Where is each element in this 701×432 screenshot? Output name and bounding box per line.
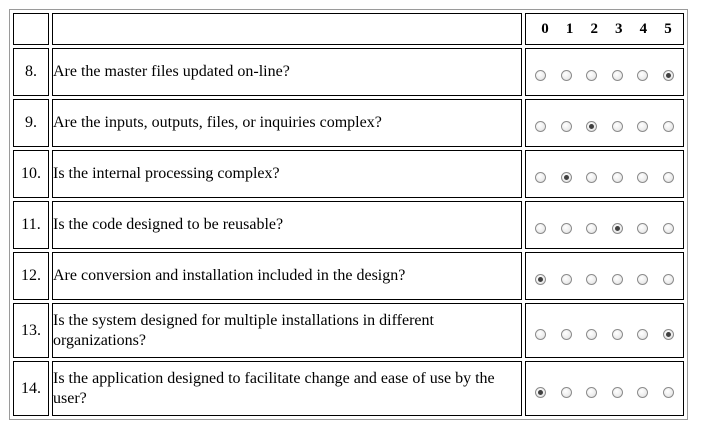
rating-radio-2[interactable] (586, 328, 598, 340)
rating-radio-2[interactable] (586, 70, 598, 81)
question-text: Are the inputs, outputs, files, or inqui… (52, 99, 522, 147)
rating-radio-2[interactable] (586, 223, 598, 234)
question-rows: 8.Are the master files updated on-line?9… (13, 48, 684, 416)
question-number: 13. (13, 303, 49, 358)
question-number: 14. (13, 361, 49, 416)
header-row: 0 1 2 3 4 5 (13, 13, 684, 45)
rating-radio-3[interactable] (611, 121, 623, 132)
question-text: Is the application designed to facilitat… (52, 361, 522, 416)
question-row: 11.Is the code designed to be reusable? (13, 201, 684, 249)
rating-radio-group (526, 114, 683, 132)
rating-radio-0[interactable] (535, 223, 546, 234)
rating-radio-5[interactable] (662, 223, 674, 234)
rating-radio-1[interactable] (560, 172, 572, 183)
rating-radio-2[interactable] (586, 274, 598, 285)
rating-radio-4[interactable] (637, 274, 649, 285)
header-question-cell (52, 13, 522, 45)
scale-labels: 0 1 2 3 4 5 (526, 21, 683, 38)
scale-label-5: 5 (664, 20, 672, 37)
rating-radio-0[interactable] (535, 386, 546, 398)
question-text: Is the code designed to be reusable? (52, 201, 522, 249)
rating-radio-1[interactable] (560, 223, 572, 234)
rating-radio-0[interactable] (535, 274, 546, 285)
question-text: Is the system designed for multiple inst… (52, 303, 522, 358)
question-row: 8.Are the master files updated on-line? (13, 48, 684, 96)
rating-radio-1[interactable] (560, 274, 572, 285)
rating-options (525, 252, 684, 300)
rating-radio-4[interactable] (637, 328, 649, 340)
rating-radio-1[interactable] (560, 386, 572, 398)
rating-options (525, 303, 684, 358)
question-row: 9.Are the inputs, outputs, files, or inq… (13, 99, 684, 147)
rating-radio-3[interactable] (611, 274, 623, 285)
rating-radio-5[interactable] (662, 172, 674, 183)
question-row: 13.Is the system designed for multiple i… (13, 303, 684, 358)
header-scale-cell: 0 1 2 3 4 5 (525, 13, 684, 45)
rating-radio-group (526, 216, 683, 234)
rating-radio-1[interactable] (560, 328, 572, 340)
rating-radio-0[interactable] (535, 121, 546, 132)
rating-radio-2[interactable] (586, 172, 598, 183)
question-number: 10. (13, 150, 49, 198)
scale-label-0: 0 (541, 20, 549, 37)
rating-radio-2[interactable] (586, 386, 598, 398)
rating-radio-4[interactable] (637, 172, 649, 183)
question-number: 8. (13, 48, 49, 96)
rating-radio-3[interactable] (611, 172, 623, 183)
rating-radio-0[interactable] (535, 70, 546, 81)
rating-radio-0[interactable] (535, 172, 546, 183)
scale-label-3: 3 (615, 20, 623, 37)
rating-radio-3[interactable] (611, 70, 623, 81)
rating-radio-group (526, 165, 683, 183)
rating-radio-0[interactable] (535, 328, 546, 340)
rating-radio-1[interactable] (560, 121, 572, 132)
rating-options (525, 99, 684, 147)
scale-label-1: 1 (565, 20, 574, 37)
rating-radio-5[interactable] (662, 386, 674, 398)
rating-radio-5[interactable] (662, 274, 674, 285)
rating-radio-5[interactable] (662, 328, 674, 340)
question-number: 9. (13, 99, 49, 147)
rating-radio-group (526, 322, 683, 340)
rating-radio-3[interactable] (611, 328, 623, 340)
question-text: Are conversion and installation included… (52, 252, 522, 300)
question-number: 12. (13, 252, 49, 300)
rating-radio-group (526, 267, 683, 285)
rating-options (525, 150, 684, 198)
rating-radio-3[interactable] (611, 386, 623, 398)
question-number: 11. (13, 201, 49, 249)
rating-options (525, 48, 684, 96)
rating-radio-group (526, 380, 683, 398)
question-text: Are the master files updated on-line? (52, 48, 522, 96)
rating-radio-4[interactable] (637, 121, 649, 132)
rating-radio-4[interactable] (637, 223, 649, 234)
question-row: 14.Is the application designed to facili… (13, 361, 684, 416)
rating-radio-2[interactable] (586, 121, 598, 132)
rating-radio-5[interactable] (662, 70, 674, 81)
rating-radio-5[interactable] (662, 121, 674, 132)
question-row: 10.Is the internal processing complex? (13, 150, 684, 198)
header-number-cell (13, 13, 49, 45)
rating-radio-1[interactable] (560, 70, 572, 81)
rating-options (525, 201, 684, 249)
scale-label-2: 2 (590, 20, 598, 37)
question-text: Is the internal processing complex? (52, 150, 522, 198)
rating-radio-3[interactable] (611, 223, 623, 234)
question-row: 12.Are conversion and installation inclu… (13, 252, 684, 300)
rating-options (525, 361, 684, 416)
rating-radio-4[interactable] (637, 70, 649, 81)
scale-label-4: 4 (639, 20, 648, 37)
complexity-adjustment-table: 0 1 2 3 4 5 8.Are the master files updat… (9, 9, 688, 420)
rating-radio-4[interactable] (637, 386, 649, 398)
rating-radio-group (526, 63, 683, 81)
